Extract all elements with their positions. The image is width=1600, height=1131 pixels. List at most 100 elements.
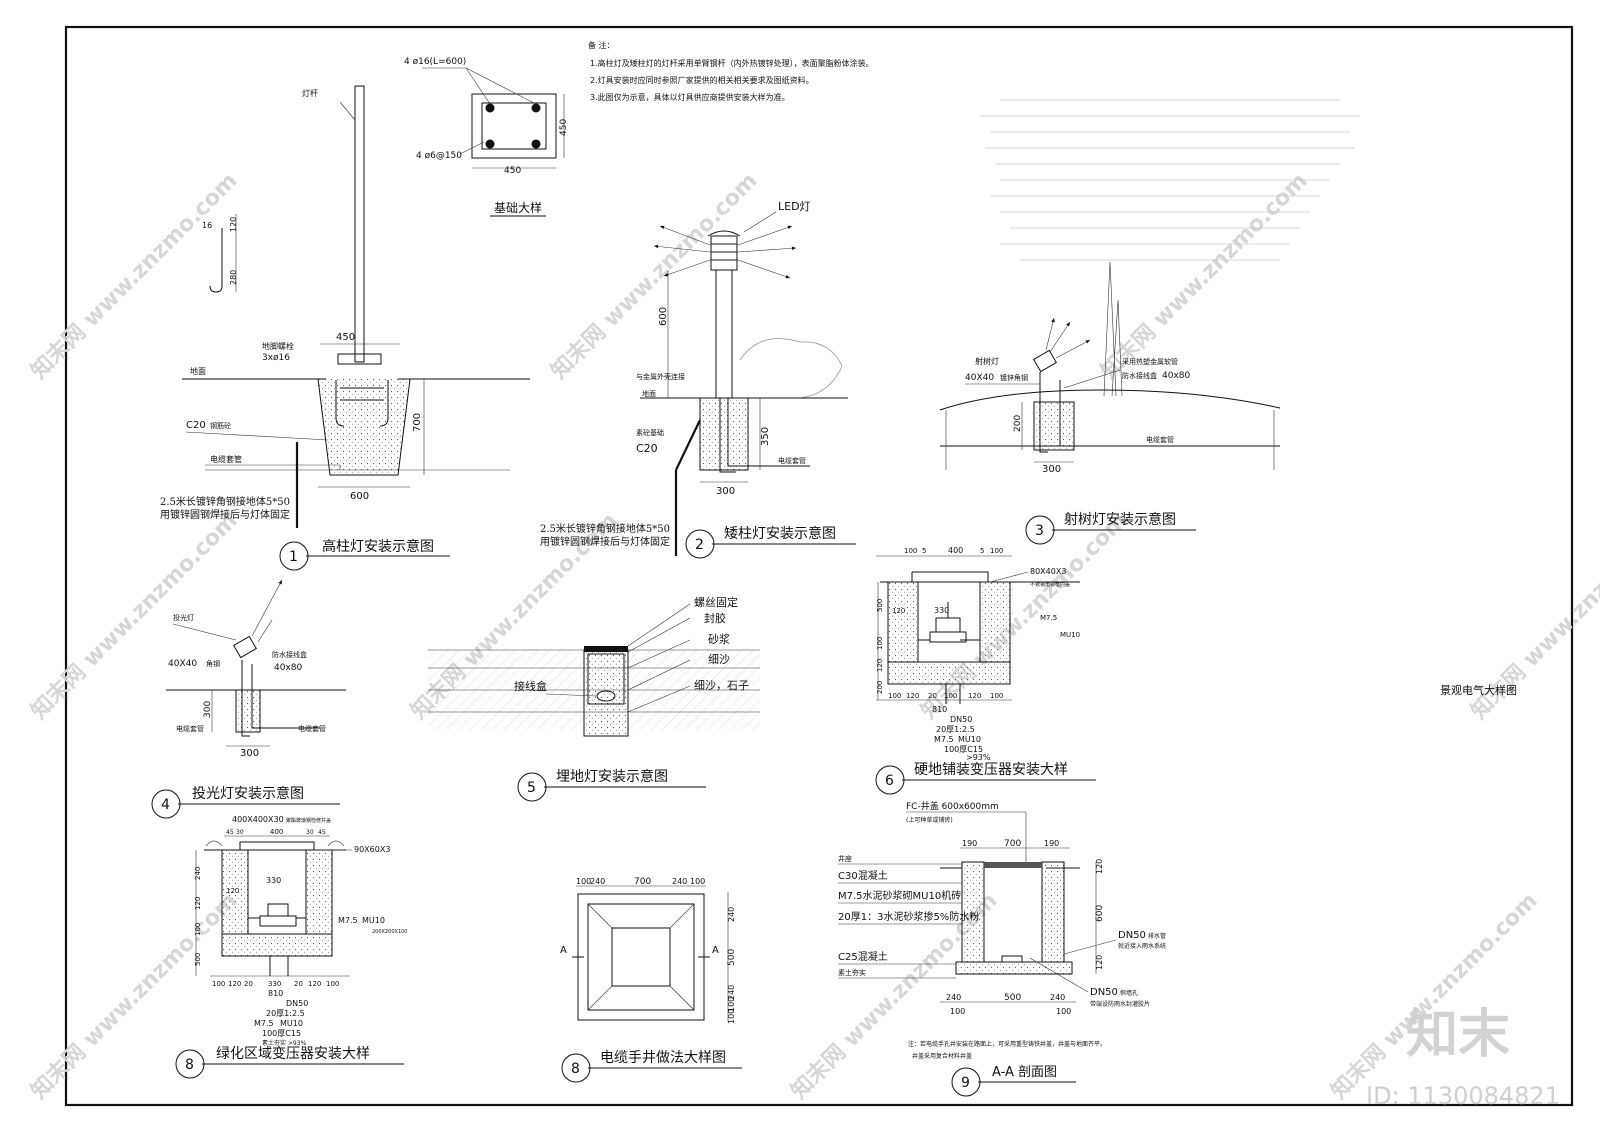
base-label: 200X200X100: [372, 929, 407, 935]
detail-number: 9: [961, 1075, 970, 1091]
material-label: MU10: [362, 916, 385, 925]
dim-label: 120: [229, 217, 238, 232]
dim-label: 120: [1095, 955, 1104, 970]
layer-label: 素土夯实: [838, 968, 866, 977]
angle-label: 40X40: [168, 659, 197, 669]
earth-note-line: 用镀锌圆钢焊接后与灯体固定: [160, 508, 290, 521]
dim-label: 200: [876, 681, 884, 694]
detail-inground-lamp: 螺丝固定 封胶 砂浆 细沙 细沙，石子 接线盒 5 埋地灯安装示意图: [428, 595, 760, 802]
layer-label: 封胶: [704, 611, 726, 625]
dim-label: 100: [727, 997, 736, 1012]
material-label: M7.5: [1040, 614, 1057, 622]
detail-title: A-A 剖面图: [992, 1065, 1057, 1080]
earth-note-line: 2.5米长镀锌角钢接地体5*50: [540, 522, 670, 535]
layer-label: C25混凝土: [838, 950, 888, 963]
dim-label: 330: [934, 606, 949, 615]
dim-label: 120: [228, 980, 241, 988]
dim-label: 810: [932, 705, 947, 714]
material-label: M7.5: [254, 1019, 274, 1028]
led-label: LED灯: [778, 200, 811, 213]
pipe-tag: 排水管: [1148, 932, 1166, 940]
dim-label: 30: [306, 829, 314, 836]
section-mark: A: [560, 945, 567, 956]
dim-label: 240: [946, 993, 961, 1002]
detail-number: 6: [885, 773, 894, 789]
foundation-detail: 4 ø16(L=600) 4 ø6@150 450 450 基础大样: [404, 57, 569, 217]
detail-bollard-lamp: LED灯 600 与金属外壳连接 地面 电缆套管 素砼基础 C20 350 30…: [540, 200, 856, 559]
detail-title: 高柱灯安装示意图: [322, 538, 434, 555]
detail-number: 2: [695, 537, 704, 553]
dim-label: 45: [318, 829, 326, 836]
dim-label: 700: [1004, 839, 1021, 849]
dim-label: 500: [194, 953, 202, 966]
detail-paved-transformer: 100 5 400 5 100 80X40X3 不锈钢角钢框内盖 330 120…: [875, 546, 1096, 795]
earth-note-line: 2.5米长镀锌角钢接地体5*50: [160, 495, 290, 508]
dim-label: 100: [690, 877, 705, 886]
dim-label: 45: [226, 829, 234, 836]
dim-label: 450: [336, 332, 355, 343]
box-size: 40x80: [274, 663, 303, 673]
sheet-frame: [64, 25, 1574, 1107]
box-label: 防水接线盒: [272, 650, 307, 659]
dim-label: 120: [876, 659, 884, 672]
ground-label: 地面: [190, 366, 206, 376]
dim-label: 400: [270, 828, 283, 836]
dim-label: 190: [962, 839, 977, 848]
material-label: M7.5: [338, 916, 358, 925]
box-label: 防水接线盒: [1122, 371, 1157, 380]
detail-title: 硬地铺装变压器安装大样: [914, 762, 1068, 778]
dim-label: 500: [1004, 993, 1021, 1003]
dim-label: 120: [1095, 859, 1104, 874]
dim-label: 500: [876, 599, 884, 612]
dim-label: 100: [990, 692, 1003, 700]
dim-label: 240: [194, 867, 202, 880]
dim-label: 600: [350, 491, 369, 502]
dim-label: 120: [308, 980, 321, 988]
pole-label: 灯杆: [302, 88, 318, 98]
angle-tag: 镀锌角钢: [1000, 373, 1028, 382]
dim-label: 120: [226, 887, 239, 895]
detail-aa-section: FC-井盖 600x600mm (上可种草或铺砖) 190 700 190 井座…: [838, 800, 1166, 1097]
rebar-main-label: 4 ø16(L=600): [404, 57, 466, 67]
detail-title: 绿化区域变压器安装大样: [216, 1046, 370, 1062]
pipe-tag: 侧墙孔: [1120, 989, 1138, 997]
pipe-label: DN50: [1090, 987, 1118, 998]
footnote: 井盖采用复合材料井盖: [912, 1052, 972, 1060]
anchor-hook-detail: 16 120 280: [202, 214, 238, 293]
concrete-tag: 钢筋砼: [210, 421, 231, 430]
material-label: >93%: [966, 753, 991, 762]
concrete-label: C20: [636, 442, 658, 455]
dim-label: 5: [980, 547, 984, 555]
junction-box-label: 接线盒: [514, 679, 547, 693]
note-line: 1.高柱灯及矮柱灯的灯杆采用单臂钢杆（内外热镀锌处理），表面聚脂粉体涂装。: [590, 58, 874, 68]
earth-note-line: 用镀锌圆钢焊接后与灯体固定: [540, 535, 670, 548]
dim-label: 120: [194, 897, 202, 910]
detail-tree-uplight: 电缆套管 射树灯 40X40 镀锌角钢 采用热塑金属软管 防水接线盒 40x80…: [939, 99, 1360, 545]
dim-label: 240: [672, 877, 687, 886]
pipe-note: 就近接入雨水系统: [1118, 942, 1166, 950]
brand-block: 知末 ID: 1130084821: [1366, 1005, 1560, 1110]
detail-cable-handwell-plan: A A 100 240 700 240 100 240 500 240 100 …: [560, 877, 742, 1083]
detail-title: 埋地灯安装示意图: [556, 768, 668, 785]
layer-label: 20厚1：3水泥砂浆掺5%防水粉: [838, 910, 979, 923]
cable-label: 电缆套管: [778, 456, 806, 465]
material-label: MU10: [1060, 631, 1080, 639]
dim-label: 330: [266, 876, 281, 885]
detail-title: 射树灯安装示意图: [1064, 511, 1176, 528]
cover-tag: 不锈钢角钢框内盖: [1030, 581, 1070, 588]
brand-id: ID: 1130084821: [1366, 1082, 1560, 1110]
dim-label: 100: [326, 980, 339, 988]
material-label: MU10: [958, 735, 981, 744]
pipe-label: DN50: [950, 715, 972, 724]
layer-label: C30混凝土: [838, 869, 888, 882]
material-label: 100厚C15: [944, 745, 983, 754]
dim-label: 280: [229, 270, 238, 285]
dim-label: 100: [576, 877, 591, 886]
angle-label: 40X40: [965, 373, 994, 383]
detail-title: 电缆手井做法大样图: [600, 1050, 726, 1066]
detail-number: 5: [527, 780, 536, 796]
layer-label: 细沙，石子: [694, 679, 749, 692]
dim-label: 450: [559, 119, 569, 136]
foundation-title: 基础大样: [494, 200, 542, 215]
dim-label: 100: [944, 692, 957, 700]
